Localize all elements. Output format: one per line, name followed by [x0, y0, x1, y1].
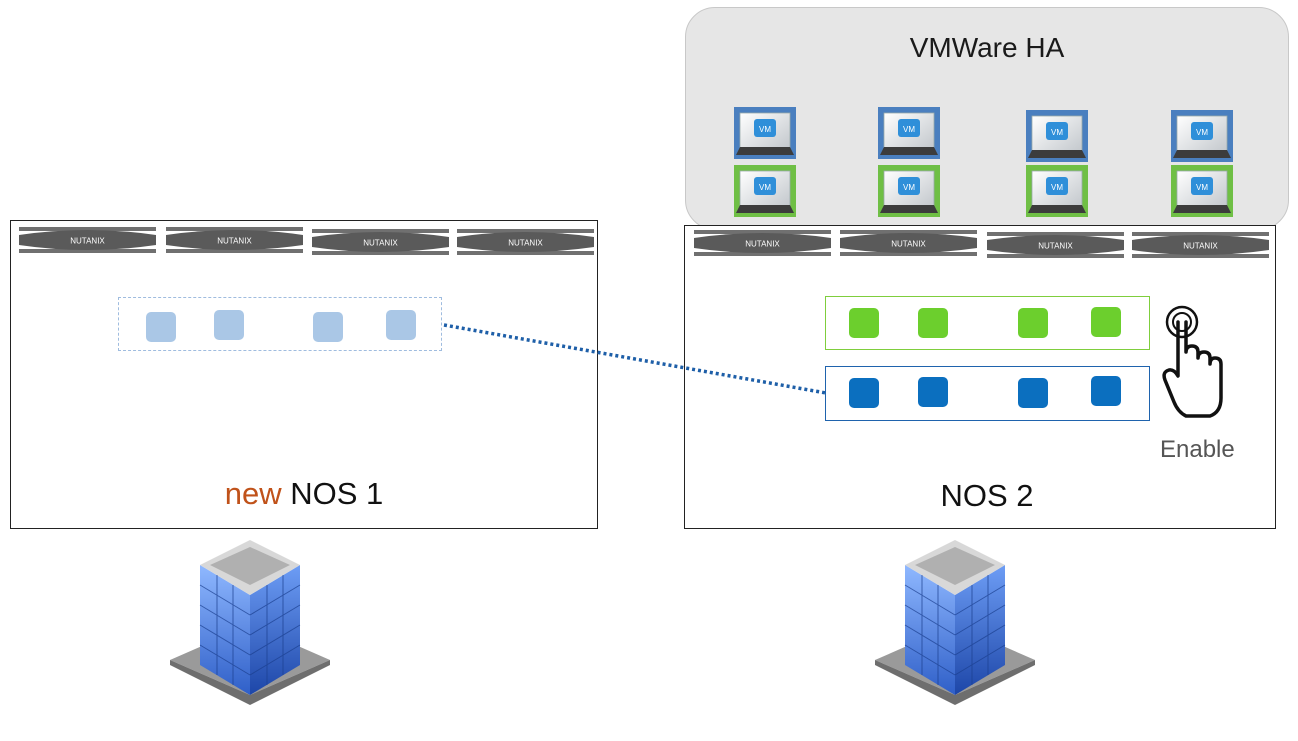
storage-container: [1018, 308, 1048, 338]
vmware-ha-title: VMWare HA: [909, 32, 1065, 63]
enable-label: Enable: [1160, 436, 1235, 463]
storage-container: [313, 312, 343, 342]
hand-pointer-icon[interactable]: [1160, 300, 1230, 425]
storage-container: [918, 377, 948, 407]
site-1-label: new NOS 1: [10, 476, 598, 512]
building-icon: [870, 535, 1040, 715]
new-tag: new: [224, 476, 282, 511]
vm-icon: [878, 165, 940, 217]
vm-icon: [1171, 110, 1233, 162]
storage-container: [214, 310, 244, 340]
site-nos-1: [10, 220, 598, 529]
site-2-label: NOS 2: [940, 478, 1034, 513]
vm-icon: [1026, 165, 1088, 217]
storage-container: [849, 308, 879, 338]
vm-icon: [1171, 165, 1233, 217]
site-1-name: NOS 1: [290, 476, 384, 511]
storage-container: [1018, 378, 1048, 408]
building-icon: [165, 535, 335, 715]
storage-container: [386, 310, 416, 340]
vm-icon: [734, 165, 796, 217]
storage-group-active: [825, 296, 1150, 350]
storage-container: [1091, 307, 1121, 337]
storage-container: [849, 378, 879, 408]
storage-group-protected: [825, 366, 1150, 421]
storage-container: [146, 312, 176, 342]
storage-group-replicated: [118, 297, 442, 351]
storage-container: [918, 308, 948, 338]
storage-container: [1091, 376, 1121, 406]
vm-icon: [734, 107, 796, 159]
vm-icon: [1026, 110, 1088, 162]
vm-icon: [878, 107, 940, 159]
